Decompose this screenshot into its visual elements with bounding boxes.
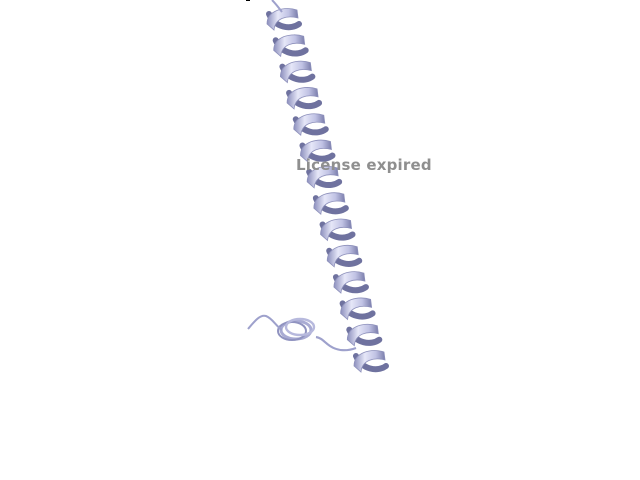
helix-turn xyxy=(326,244,363,268)
helix-turn xyxy=(272,34,309,58)
helix-turn xyxy=(332,271,369,294)
helix-turn xyxy=(279,60,316,84)
helix-turn xyxy=(353,350,389,373)
helix-turn xyxy=(286,87,323,110)
license-expired-watermark: License expired xyxy=(296,156,432,174)
helix-turn xyxy=(266,8,302,31)
alpha-helix xyxy=(266,8,389,373)
helix-turn xyxy=(306,165,343,189)
helix-turn xyxy=(319,218,356,242)
helix-turn xyxy=(312,192,349,215)
helix-turn xyxy=(346,323,383,347)
helix-turn xyxy=(292,113,329,137)
helix-turn xyxy=(299,139,336,163)
helix-turn xyxy=(339,297,376,321)
loop-and-short-helix xyxy=(246,0,357,352)
